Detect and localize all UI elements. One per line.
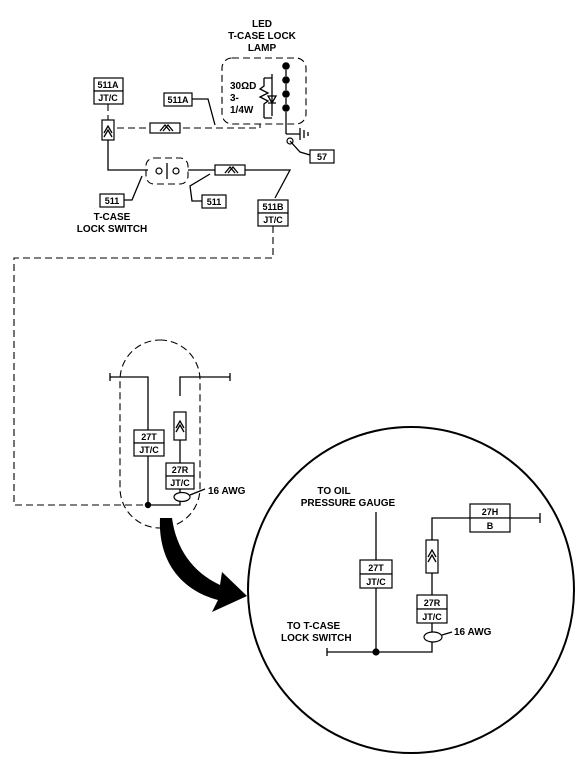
wire-511b-label: 511B <box>262 202 284 212</box>
lamp-title-line3: LAMP <box>248 43 277 54</box>
wire-27h-small <box>179 376 230 396</box>
wire-511-left-label: 511 <box>105 196 120 206</box>
splice-dot-icon <box>144 501 152 509</box>
wire-57-leader <box>289 140 311 156</box>
tcase-lock-switch <box>145 157 189 185</box>
wire-gauge-marker-icon <box>423 631 443 643</box>
wire-27t-small-jtc-label: JT/C <box>139 445 159 455</box>
led-array <box>282 62 290 134</box>
wire-27r-large-jtc-box <box>416 608 448 624</box>
wire-57-box <box>309 149 335 164</box>
wire-511a-jtc-label: JT/C <box>98 93 118 103</box>
wire-27r-small-label: 27R <box>172 465 189 475</box>
resistor-value-line1: 30ΩD <box>230 81 256 92</box>
wire-27h-b-label: B <box>487 521 494 531</box>
magnified-splice-detail: TO OIL PRESSURE GAUGE 27T JT/C 27H B 27R… <box>247 426 575 754</box>
wire-27r-small-jtc-box <box>165 475 195 490</box>
led-icon <box>282 104 290 112</box>
switch-contact-icon <box>172 167 180 175</box>
splice-dot-icon <box>372 648 380 656</box>
resistor-symbol <box>258 78 270 118</box>
small-splice-detail: 27T JT/C 27R JT/C 16 AWG <box>109 339 246 529</box>
oil-gauge-label-line2: PRESSURE GAUGE <box>301 498 396 509</box>
wire-27t-small-label: 27T <box>141 432 157 442</box>
wire-511-right-label: 511 <box>207 197 222 207</box>
wire-gauge-marker-icon <box>173 491 191 503</box>
switch-label-line1: T-CASE <box>94 212 131 223</box>
tcase-label-line2: LOCK SWITCH <box>281 633 352 644</box>
switch-contact-icon <box>155 167 163 175</box>
wire-27t-small-jtc-box <box>133 442 165 457</box>
wire-511a-top <box>107 104 261 129</box>
wire-27h-b-box <box>469 517 511 533</box>
lamp-title-line1: LED <box>252 19 272 30</box>
magnified-circle <box>247 426 575 754</box>
wire-511b-long <box>13 226 274 506</box>
lamp-internal-wire <box>264 74 273 119</box>
wire-511b-jtc-label: JT/C <box>263 215 283 225</box>
led-lamp-assembly: LED T-CASE LOCK LAMP 30ΩD 3- 1/4W 57 <box>221 19 335 164</box>
resistor-value-line3: 1/4W <box>230 105 254 116</box>
led-icon <box>282 62 290 70</box>
led-icon <box>282 90 290 98</box>
led-icon <box>282 76 290 84</box>
oil-gauge-label-line1: TO OIL <box>317 486 350 497</box>
wire-511a-mid-label: 511A <box>167 95 189 105</box>
awg-label-small: 16 AWG <box>208 486 246 497</box>
awg-label-large: 16 AWG <box>454 627 492 638</box>
wire-27t-large-label: 27T <box>368 563 384 573</box>
wire-57-label: 57 <box>317 152 327 162</box>
callout-arrow-icon <box>159 518 247 612</box>
wire-27r-large-jtc-label: JT/C <box>422 612 442 622</box>
wire-511-left-vertical <box>107 140 148 171</box>
ground-icon <box>286 128 309 145</box>
tcase-label-line1: TO T-CASE <box>287 621 340 632</box>
wire-27r-small-jtc-label: JT/C <box>170 478 190 488</box>
wire-27t-large-jtc-box <box>359 573 393 589</box>
wire-27h-label: 27H <box>482 507 499 517</box>
lamp-housing <box>221 57 307 125</box>
resistor-value-line2: 3- <box>230 93 239 104</box>
diode-symbol <box>266 95 278 105</box>
wire-27r-large-label: 27R <box>424 598 441 608</box>
wire-27t-large-jtc-label: JT/C <box>366 577 386 587</box>
wire-511a-mid-leader <box>192 98 216 126</box>
wire-511a-label: 511A <box>97 80 119 90</box>
upper-circuit: 511A JT/C 511A 511 T-CASE LOCK SWITCH <box>13 77 292 506</box>
lamp-title-line2: T-CASE LOCK <box>228 31 297 42</box>
switch-label-line2: LOCK SWITCH <box>77 224 148 235</box>
oil-gauge-wire-small <box>110 376 149 505</box>
